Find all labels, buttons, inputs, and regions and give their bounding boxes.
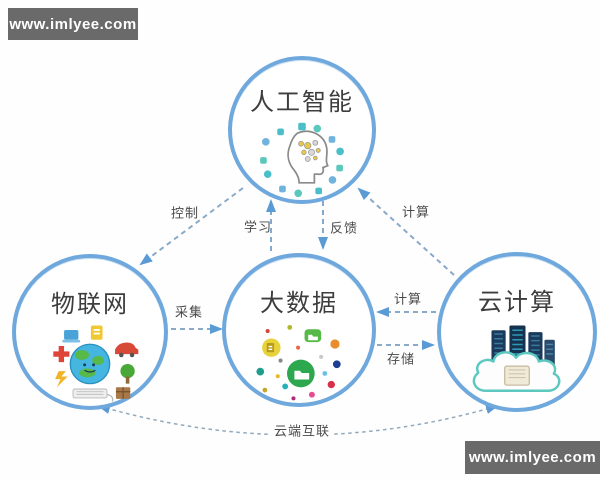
data-dots-icon <box>256 324 341 401</box>
node-cloud-circle: 云计算 <box>437 252 597 412</box>
node-iot-label: 物联网 <box>51 291 129 318</box>
node-ai-label: 人工智能 <box>250 89 354 116</box>
edge-control-label: 控制 <box>170 205 200 221</box>
node-bigdata-circle: 大数据 <box>222 253 376 407</box>
edge-store-label: 存储 <box>386 351 416 367</box>
edge-compute-bigdata-label: 计算 <box>393 291 423 307</box>
brain-head-icon <box>260 122 344 198</box>
edge-feedback-label: 反馈 <box>329 220 359 236</box>
edge-compute-ai-label: 计算 <box>401 204 431 220</box>
cloud-outline <box>472 351 561 393</box>
globe <box>69 343 111 385</box>
edge-collect-label: 采集 <box>174 304 204 320</box>
edge-control-line <box>139 187 244 266</box>
node-ai-circle: 人工智能 <box>228 56 376 204</box>
cloud-servers-icon <box>472 325 561 393</box>
edge-learn-label: 学习 <box>243 219 273 235</box>
connected-globe-icon <box>53 325 139 402</box>
node-iot-circle: 物联网 <box>12 254 168 410</box>
node-bigdata-label: 大数据 <box>260 290 338 317</box>
edge-interconnect-label: 云端互联 <box>269 420 335 440</box>
data-dots <box>256 324 341 401</box>
watermark-top-left: www.imlyee.com <box>8 8 138 40</box>
iot-devices <box>53 325 139 399</box>
watermark-bottom-right: www.imlyee.com <box>465 441 600 474</box>
keyboard <box>72 388 114 402</box>
icon-ring <box>260 122 344 198</box>
brain-squiggles <box>298 139 321 162</box>
node-cloud-label: 云计算 <box>478 289 556 316</box>
head-silhouette <box>287 130 329 184</box>
